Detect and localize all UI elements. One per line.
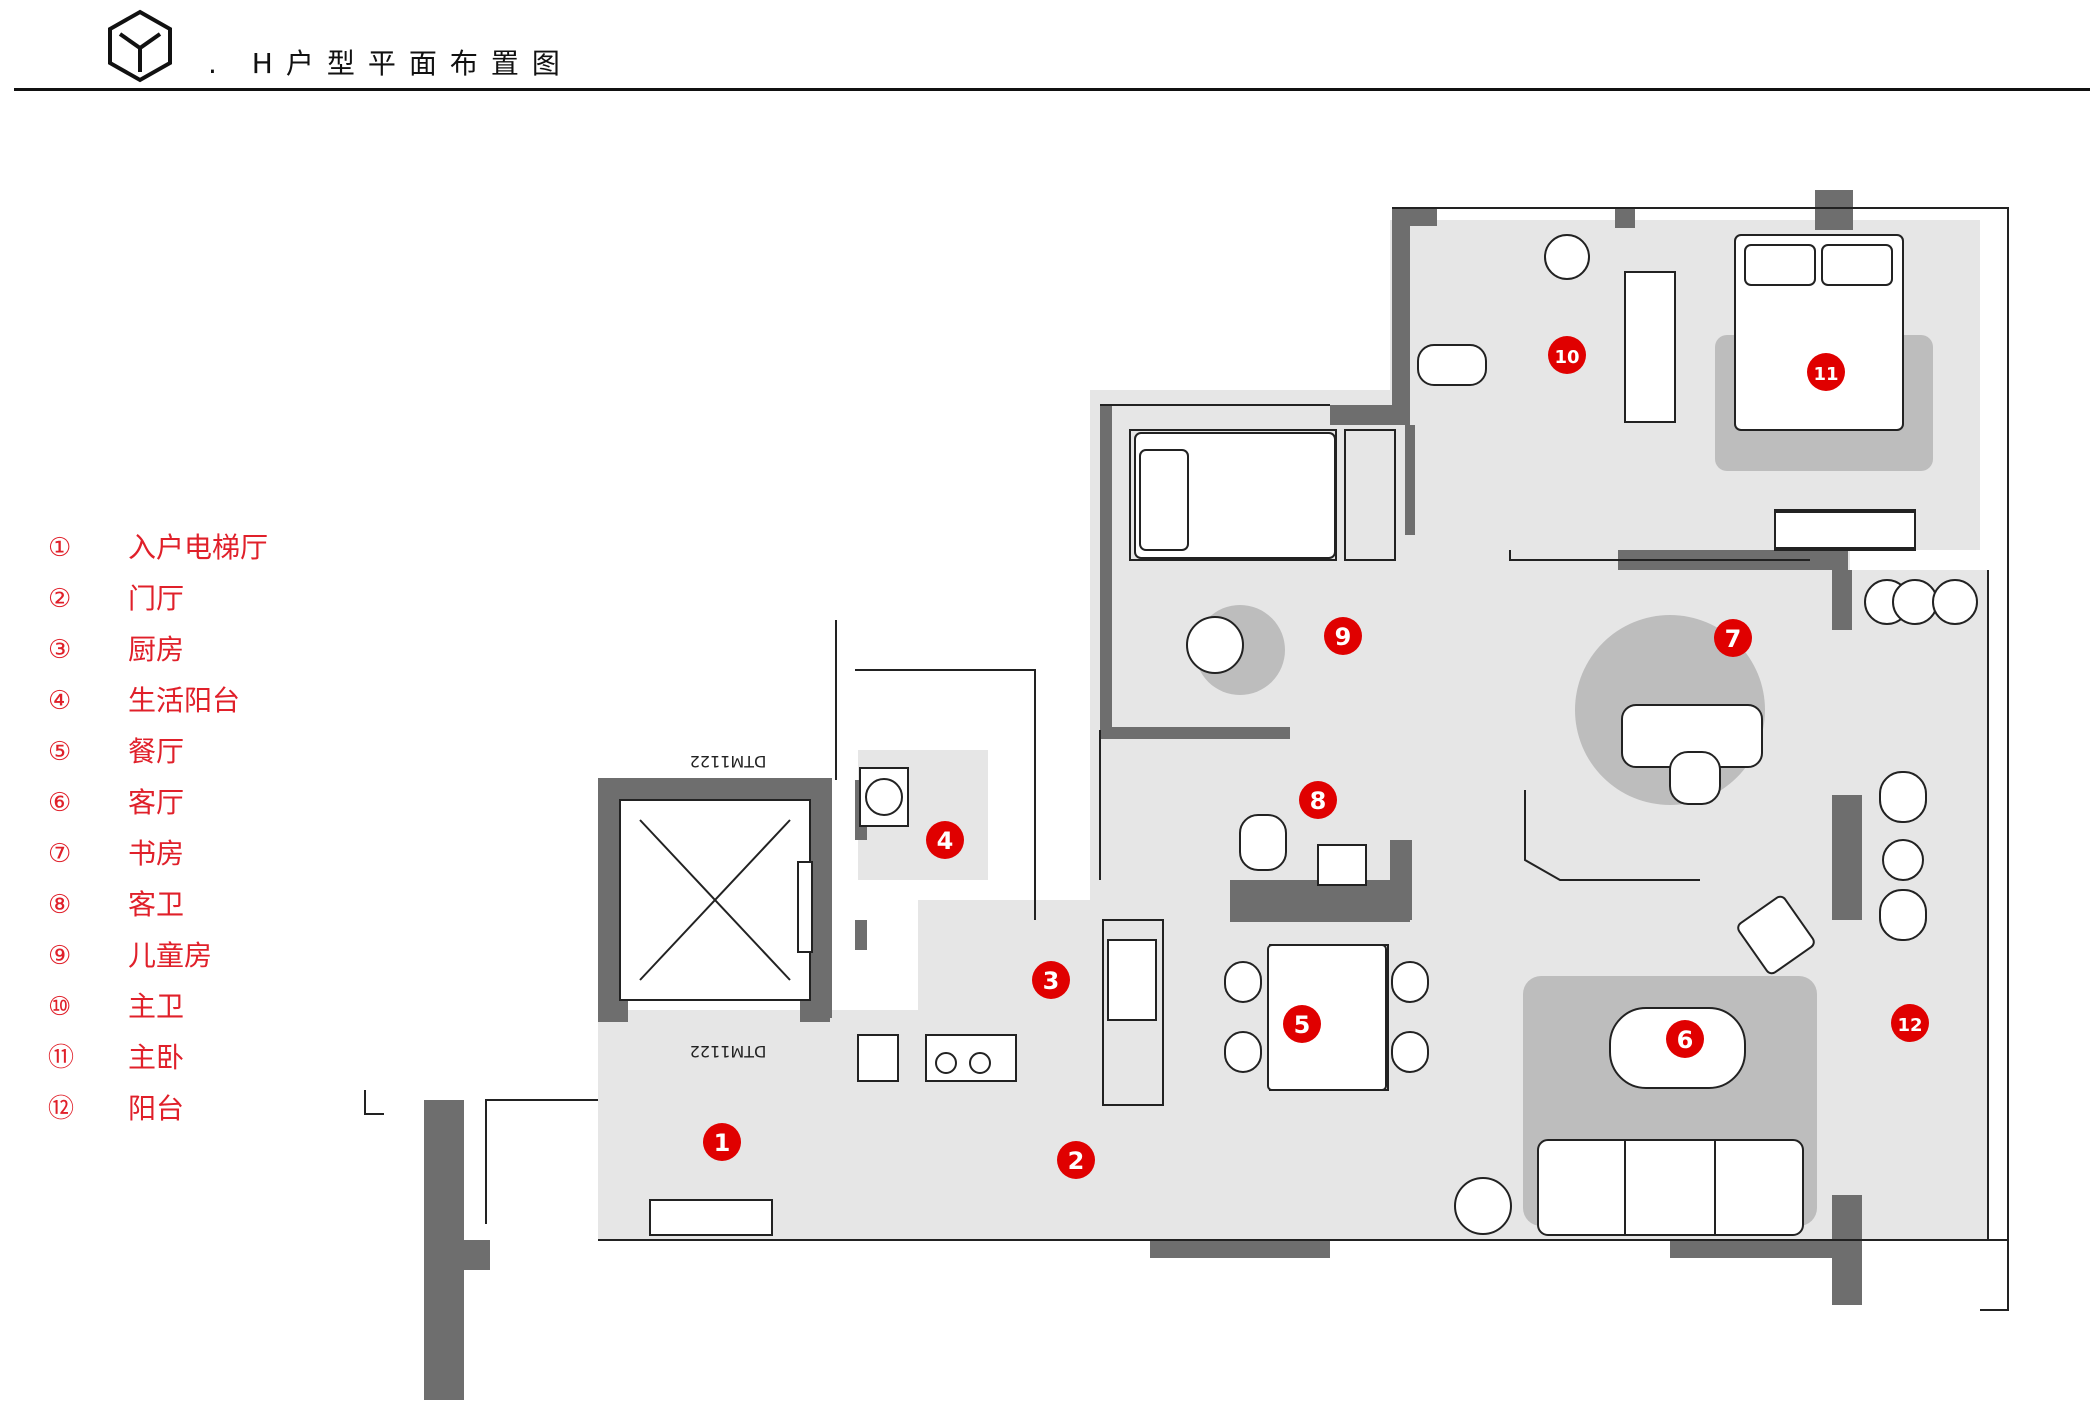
legend-number: ⑧ — [48, 890, 72, 920]
legend-label: 儿童房 — [128, 939, 213, 972]
legend-label: 客卫 — [128, 888, 185, 921]
legend-item: ⑨ 儿童房 — [48, 936, 308, 976]
legend-number: ⑥ — [48, 788, 72, 818]
legend-number: ③ — [48, 635, 72, 665]
legend-label: 阳台 — [128, 1092, 185, 1125]
legend-item: ⑤ 餐厅 — [48, 732, 308, 772]
svg-text:3: 3 — [1043, 967, 1060, 995]
svg-text:5: 5 — [1294, 1011, 1311, 1039]
legend-label: 门厅 — [128, 582, 185, 615]
legend-item: ④ 生活阳台 — [48, 681, 308, 721]
legend-number: ① — [48, 533, 72, 563]
svg-text:1: 1 — [714, 1129, 731, 1157]
room-marker-5: 5 — [1283, 1005, 1321, 1043]
legend-item: ⑥ 客厅 — [48, 783, 308, 823]
legend-label: 主卫 — [128, 990, 185, 1023]
legend-item: ② 门厅 — [48, 579, 308, 619]
legend-item: ⑧ 客卫 — [48, 885, 308, 925]
legend-label: 主卧 — [128, 1041, 185, 1074]
legend-number: ⑨ — [48, 941, 72, 971]
page-title: . H户型平面布置图 — [208, 47, 573, 80]
header-rule — [14, 88, 2090, 91]
svg-text:10: 10 — [1554, 347, 1579, 368]
legend-item: ⑦ 书房 — [48, 834, 308, 874]
room-marker-8: 8 — [1299, 781, 1337, 819]
legend-number: ④ — [48, 686, 72, 716]
legend-item: ⑪ 主卧 — [48, 1038, 308, 1078]
legend-item: ③ 厨房 — [48, 630, 308, 670]
legend-number: ⑦ — [48, 839, 72, 869]
legend-label: 餐厅 — [128, 735, 185, 768]
room-marker-2: 2 — [1057, 1141, 1095, 1179]
legend-label: 书房 — [128, 837, 185, 870]
svg-text:12: 12 — [1897, 1015, 1922, 1036]
room-marker-9: 9 — [1324, 617, 1362, 655]
legend-number: ⑤ — [48, 737, 72, 767]
room-marker-11: 11 — [1807, 353, 1845, 391]
room-marker-6: 6 — [1666, 1020, 1704, 1058]
legend-label: 入户电梯厅 — [128, 531, 269, 564]
room-marker-4: 4 — [926, 821, 964, 859]
header: . H户型平面布置图 — [0, 0, 2090, 92]
room-marker-1: 1 — [703, 1123, 741, 1161]
legend-item: ⑫ 阳台 — [48, 1089, 308, 1129]
legend-number: ⑫ — [48, 1094, 75, 1124]
room-marker-10: 10 — [1548, 336, 1586, 374]
legend-label: 客厅 — [128, 786, 185, 819]
legend-item: ① 入户电梯厅 — [48, 528, 308, 568]
legend-number: ⑪ — [48, 1043, 75, 1073]
furniture — [619, 234, 1978, 1236]
cube-y-logo-icon — [108, 9, 172, 83]
legend-item: ⑩ 主卫 — [48, 987, 308, 1027]
svg-text:4: 4 — [937, 827, 954, 855]
walls — [424, 190, 1862, 1400]
wall-outlines — [364, 207, 2009, 1311]
legend-number: ⑩ — [48, 992, 72, 1022]
svg-text:9: 9 — [1335, 623, 1352, 651]
legend-number: ② — [48, 584, 72, 614]
svg-text:7: 7 — [1725, 625, 1742, 653]
elevator-label-bottom: DTM1122 — [690, 1042, 767, 1061]
room-markers: 1 2 3 4 5 6 7 8 — [703, 336, 1929, 1179]
elevator-label-top: DTM1122 — [690, 752, 767, 771]
svg-text:2: 2 — [1068, 1147, 1085, 1175]
legend-label: 生活阳台 — [128, 684, 241, 717]
room-marker-3: 3 — [1032, 961, 1070, 999]
svg-text:11: 11 — [1813, 364, 1838, 385]
svg-text:6: 6 — [1677, 1026, 1694, 1054]
svg-text:8: 8 — [1310, 787, 1327, 815]
legend-label: 厨房 — [128, 633, 185, 666]
room-marker-12: 12 — [1891, 1004, 1929, 1042]
room-marker-7: 7 — [1714, 619, 1752, 657]
